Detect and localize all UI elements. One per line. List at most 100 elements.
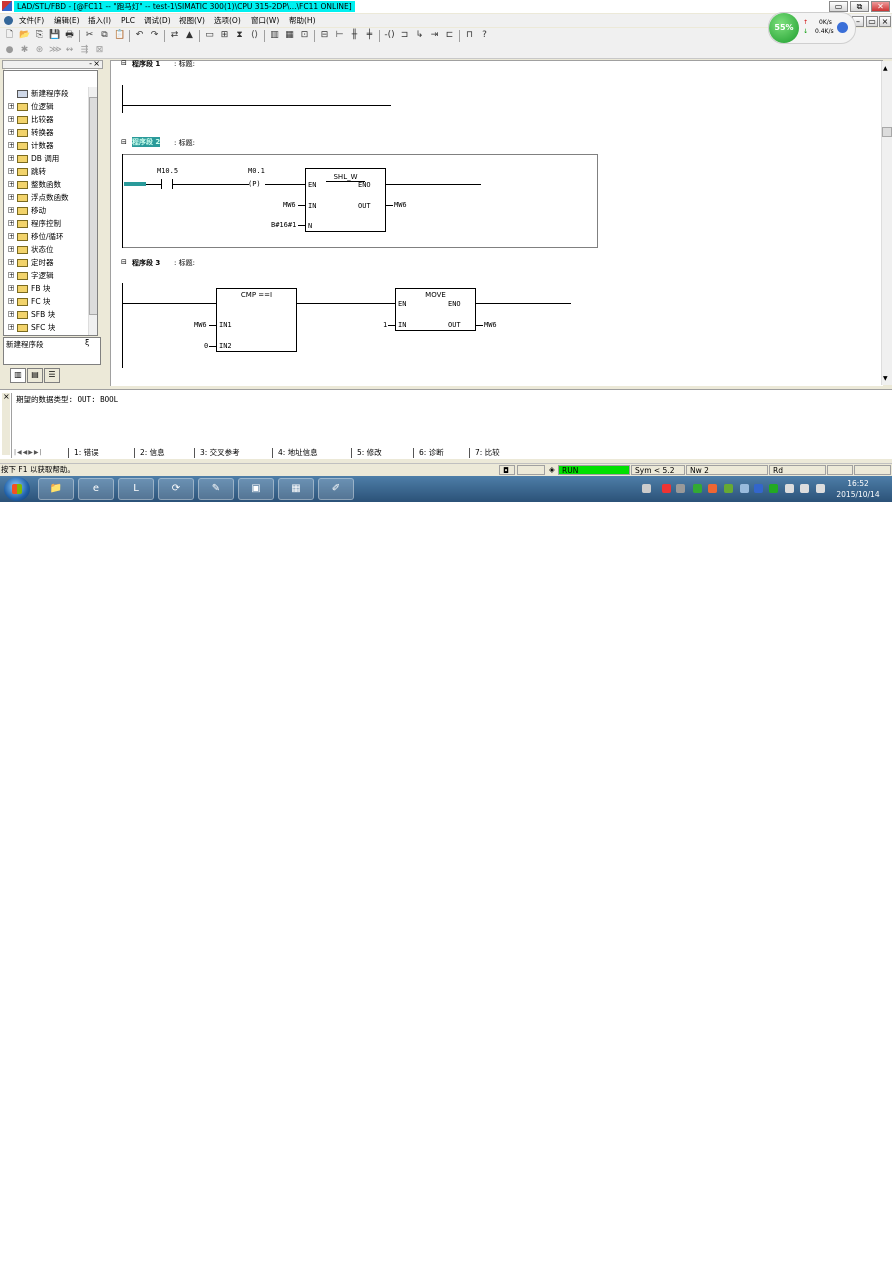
panel-tab-catalog[interactable]: ▥ — [10, 368, 26, 383]
toolbar-button-8-icon[interactable]: ↶ — [135, 30, 144, 40]
toolbar-button-29-icon[interactable]: ? — [482, 30, 487, 40]
toolbar-button-0-icon[interactable]: 🗋 — [5, 30, 14, 40]
network1-collapse-icon[interactable]: ⊟ — [121, 59, 127, 67]
tree-item[interactable]: +FB 块 — [4, 282, 88, 295]
cmp-in2-operand[interactable]: 0 — [204, 342, 209, 350]
tray-green-icon[interactable] — [693, 484, 702, 493]
move-block[interactable]: MOVE EN ENO IN OUT — [395, 288, 476, 331]
tree-item[interactable]: +程序控制 — [4, 217, 88, 230]
shl-w-block[interactable]: SHL_W EN ENO IN OUT N — [305, 168, 386, 232]
tree-item[interactable]: +转换器 — [4, 126, 88, 139]
toolbar-button-22-icon[interactable]: ╪ — [366, 30, 373, 40]
tree-item[interactable]: 新建程序段 — [4, 87, 88, 100]
expand-icon[interactable]: + — [8, 155, 15, 162]
toolbar-button-21-icon[interactable]: ╫ — [351, 30, 358, 40]
menu-help[interactable]: 帮助(H) — [289, 16, 316, 25]
toolbar-button-28-icon[interactable]: ⊓ — [465, 30, 474, 40]
shl-w-in-operand[interactable]: MW6 — [283, 201, 296, 209]
toolbar-button-25-icon[interactable]: ↳ — [415, 30, 424, 40]
toolbar-button-17-icon[interactable]: ▦ — [285, 30, 294, 40]
minimize-button[interactable]: ▭ — [829, 1, 848, 12]
toolbar-button-11-icon[interactable]: ▲ — [186, 30, 193, 40]
tree-item[interactable]: +SFC 块 — [4, 321, 88, 334]
toolbar-button-5-icon[interactable]: ✂ — [85, 30, 94, 40]
debug-toolbar-button-3-icon[interactable]: ⋙ — [49, 45, 62, 55]
expand-icon[interactable]: + — [8, 168, 15, 175]
network2-header[interactable]: 程序段 2 — [132, 137, 161, 147]
scroll-down-icon[interactable]: ▼ — [883, 375, 888, 382]
toolbar-button-18-icon[interactable]: ⊡ — [300, 30, 309, 40]
start-button[interactable] — [4, 477, 30, 501]
expand-icon[interactable]: + — [8, 194, 15, 201]
taskbar-app-3-icon[interactable]: ⟳ — [158, 478, 194, 500]
expand-icon[interactable]: + — [8, 220, 15, 227]
taskbar-app-7-icon[interactable]: ✐ — [318, 478, 354, 500]
tree-item[interactable]: +位逻辑 — [4, 100, 88, 113]
tray-signal-icon[interactable] — [740, 484, 749, 493]
cmp-in1-operand[interactable]: MW6 — [194, 321, 207, 329]
editor-scroll-thumb[interactable] — [882, 127, 892, 137]
debug-toolbar-button-0-icon[interactable]: ● — [5, 45, 14, 55]
toolbar-button-19-icon[interactable]: ⊟ — [320, 30, 329, 40]
network2-collapse-icon[interactable]: ⊟ — [121, 138, 127, 146]
cmp-eq-int-block[interactable]: CMP ==I IN1 IN2 — [216, 288, 297, 352]
tree-item[interactable]: +状态位 — [4, 243, 88, 256]
toolbar-button-27-icon[interactable]: ⊏ — [445, 30, 454, 40]
details-tab-3[interactable]: 3: 交叉参考 — [194, 448, 240, 458]
toolbar-button-23-icon[interactable]: -() — [384, 30, 395, 40]
details-close-icon[interactable]: × — [3, 392, 10, 401]
toolbar-button-14-icon[interactable]: ⧗ — [236, 30, 243, 40]
system-clock[interactable]: 16:52 2015/10/14 — [832, 478, 884, 500]
tree-item[interactable]: +定时器 — [4, 256, 88, 269]
tree-item[interactable]: +SFB 块 — [4, 308, 88, 321]
details-tab-4[interactable]: 4: 地址信息 — [272, 448, 318, 458]
debug-toolbar-button-4-icon[interactable]: ↭ — [65, 45, 74, 55]
debug-toolbar-button-2-icon[interactable]: ⊛ — [35, 45, 44, 55]
toolbar-button-20-icon[interactable]: ⊢ — [335, 30, 344, 40]
details-tab-1[interactable]: 1: 错误 — [68, 448, 99, 458]
positive-edge-coil[interactable]: (P) — [248, 180, 261, 188]
panel-tab-call-structure[interactable]: ▤ — [27, 368, 43, 383]
toolbar-button-2-icon[interactable]: ⎘ — [35, 30, 44, 40]
toolbar-button-4-icon[interactable]: 🖶 — [65, 30, 74, 40]
network-monitor[interactable]: 55% ↑ 0K/s ↓ 0.4K/s — [768, 12, 856, 44]
menu-insert[interactable]: 插入(I) — [88, 16, 112, 25]
toolbar-button-6-icon[interactable]: ⧉ — [101, 30, 108, 40]
taskbar-app-2-icon[interactable]: L — [118, 478, 154, 500]
details-tab-7[interactable]: 7: 比较 — [469, 448, 500, 458]
shl-w-out-operand[interactable]: MW6 — [394, 201, 407, 209]
taskbar-app-5-icon[interactable]: ▣ — [238, 478, 274, 500]
panel-close-icon[interactable]: × — [93, 59, 100, 68]
tree-item[interactable]: +字逻辑 — [4, 269, 88, 282]
taskbar-app-0-icon[interactable]: 📁 — [38, 478, 74, 500]
toolbar-button-26-icon[interactable]: ⇥ — [430, 30, 439, 40]
expand-icon[interactable]: + — [8, 311, 15, 318]
expand-icon[interactable]: + — [8, 181, 15, 188]
toolbar-button-16-icon[interactable]: ▥ — [270, 30, 279, 40]
tree-scroll-thumb[interactable] — [89, 97, 97, 315]
tree-item[interactable]: +比较器 — [4, 113, 88, 126]
tree-item[interactable]: +移位/循环 — [4, 230, 88, 243]
toolbar-button-9-icon[interactable]: ↷ — [150, 30, 159, 40]
details-panel-grip[interactable]: × — [2, 392, 10, 455]
scroll-up-icon[interactable]: ▲ — [883, 65, 888, 72]
tray-battery-icon[interactable] — [800, 484, 809, 493]
tree-item[interactable]: +移动 — [4, 204, 88, 217]
tray-tool-icon[interactable] — [708, 484, 717, 493]
menu-options[interactable]: 选项(O) — [214, 16, 241, 25]
toolbar-button-10-icon[interactable]: ⇄ — [170, 30, 179, 40]
taskbar-app-6-icon[interactable]: ▦ — [278, 478, 314, 500]
tree-item[interactable]: +跳转 — [4, 165, 88, 178]
taskbar-app-4-icon[interactable]: ✎ — [198, 478, 234, 500]
tray-shield-icon[interactable] — [769, 484, 778, 493]
editor-scrollbar[interactable]: ▲ ▼ — [881, 61, 892, 385]
expand-icon[interactable]: + — [8, 142, 15, 149]
expand-icon[interactable]: + — [8, 259, 15, 266]
panel-dropdown-icon[interactable]: - — [89, 59, 92, 68]
details-tab-5[interactable]: 5: 修改 — [351, 448, 382, 458]
network3-collapse-icon[interactable]: ⊟ — [121, 258, 127, 266]
tray-leaf-icon[interactable] — [724, 484, 733, 493]
details-tab-6[interactable]: 6: 诊断 — [413, 448, 444, 458]
shl-w-n-operand[interactable]: B#16#1 — [271, 221, 297, 229]
tray-keyboard-icon[interactable] — [642, 484, 651, 493]
